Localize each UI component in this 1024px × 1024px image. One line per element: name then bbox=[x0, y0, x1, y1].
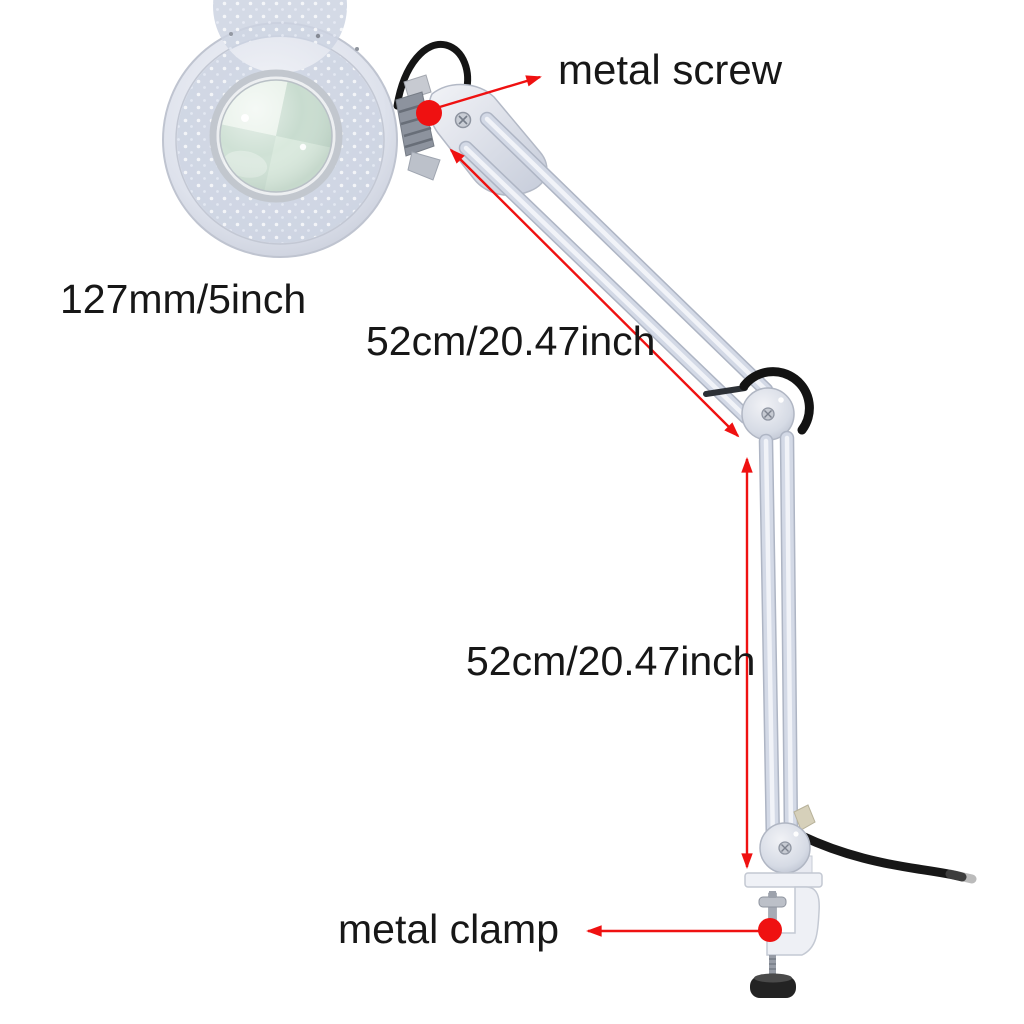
lens-highlight-dot bbox=[299, 143, 307, 151]
upper-arm-bar-sheen bbox=[463, 145, 749, 420]
elbow-cable bbox=[739, 367, 814, 435]
lamp-head bbox=[162, 0, 398, 258]
elbow-screw-cross bbox=[764, 410, 772, 418]
head-cable bbox=[393, 40, 472, 110]
head-screw-speck bbox=[355, 47, 359, 51]
label-lower-arm-length: 52cm/20.47inch bbox=[466, 638, 756, 684]
label-upper-arm-length: 52cm/20.47inch bbox=[366, 318, 656, 364]
metal-screw-arrow bbox=[432, 75, 542, 111]
annotations bbox=[416, 75, 782, 942]
upper-arm-dimension-arrow bbox=[449, 148, 740, 438]
base-assembly bbox=[744, 804, 977, 998]
clamp-foot-shine bbox=[754, 973, 792, 983]
elbow-highlight bbox=[778, 397, 784, 403]
clamp-body bbox=[766, 886, 820, 956]
clamp-screw-knob bbox=[758, 896, 787, 908]
clamp-screw-knob-post bbox=[769, 891, 776, 898]
lens-bezel bbox=[209, 69, 343, 203]
clamp-thread-lines bbox=[769, 958, 776, 975]
hinge-ridges bbox=[398, 102, 433, 149]
clamp-top-plate bbox=[744, 872, 823, 888]
label-head-size: 127mm/5inch bbox=[60, 276, 307, 322]
clamp-screw-thread bbox=[769, 955, 776, 978]
lens-sheen bbox=[220, 80, 332, 192]
lower-arm-bar-sheen bbox=[763, 438, 776, 848]
base-tab bbox=[793, 804, 816, 831]
lower-arm bbox=[758, 430, 799, 853]
metal-clamp-dot bbox=[758, 918, 782, 942]
base-screw-cross bbox=[781, 844, 789, 852]
lens-bezel-inner bbox=[216, 76, 336, 196]
base-highlight bbox=[793, 831, 799, 837]
label-metal-clamp: metal clamp bbox=[338, 906, 560, 952]
hinge-tab bbox=[407, 151, 441, 181]
head-screw-speck bbox=[315, 33, 321, 39]
hinge-clip bbox=[403, 74, 432, 100]
lens-highlight-dot bbox=[241, 114, 249, 122]
bracket-screw-cross bbox=[458, 115, 468, 125]
power-cord bbox=[797, 831, 967, 882]
head-screw-speck bbox=[229, 32, 233, 36]
lower-arm-bar-sheen bbox=[784, 435, 794, 841]
power-cord-fade bbox=[945, 869, 977, 884]
table-clamp bbox=[744, 872, 823, 998]
lens-edge bbox=[219, 79, 333, 193]
metal-screw-dot bbox=[416, 100, 442, 126]
label-metal-screw: metal screw bbox=[558, 46, 783, 93]
